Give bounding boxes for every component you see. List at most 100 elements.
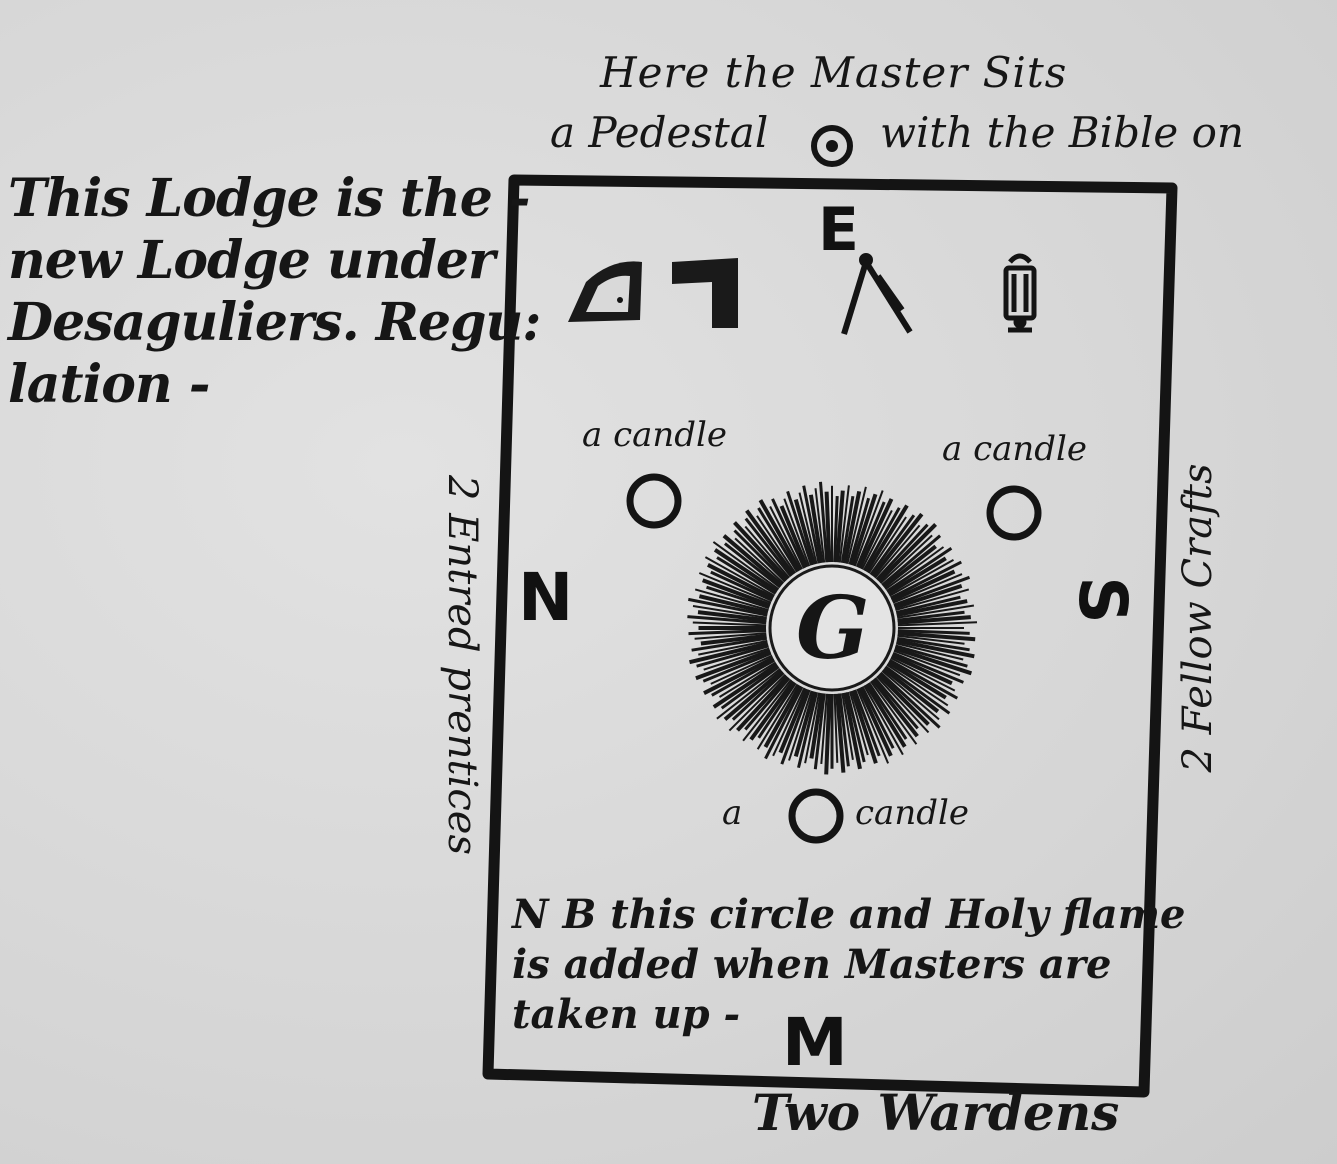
flame-ray bbox=[881, 534, 942, 587]
flame-ray bbox=[867, 682, 908, 740]
flame-ray bbox=[716, 556, 777, 595]
flame-ray bbox=[850, 690, 878, 764]
flame-ray bbox=[769, 506, 803, 570]
flame-ray bbox=[891, 653, 953, 686]
quadrant-icon bbox=[568, 261, 642, 322]
compasses-icon bbox=[841, 253, 913, 335]
two-wardens-label: Two Wardens bbox=[752, 1083, 1120, 1142]
flame-ray bbox=[771, 498, 806, 569]
flame-ray bbox=[710, 654, 773, 685]
flame-ray bbox=[860, 686, 895, 749]
flame-ray bbox=[894, 583, 963, 610]
flame-ray bbox=[896, 636, 970, 652]
flame-ray bbox=[897, 634, 965, 645]
flame-ray bbox=[884, 665, 951, 715]
flame-ray bbox=[798, 492, 818, 565]
flame-ray bbox=[887, 556, 947, 596]
flame-ray bbox=[842, 692, 862, 770]
flame-ray bbox=[894, 646, 973, 676]
flame-ray bbox=[889, 559, 954, 597]
flame-ray bbox=[884, 546, 945, 591]
bible-label: with the Bible on bbox=[880, 108, 1244, 157]
flame-ray bbox=[744, 517, 793, 578]
candle-label-bottom-prefix: a bbox=[722, 793, 743, 833]
flame-ray bbox=[698, 572, 772, 604]
flame-ray bbox=[757, 682, 797, 739]
flame-ray bbox=[873, 677, 919, 730]
flame-ray bbox=[757, 507, 799, 573]
flame-ray bbox=[687, 615, 767, 625]
flame-ray bbox=[793, 499, 817, 566]
flame-ray bbox=[758, 499, 802, 572]
flame-ray bbox=[763, 684, 802, 748]
flame-ray bbox=[853, 689, 881, 757]
flame-ray bbox=[710, 570, 773, 602]
flame-ray bbox=[756, 683, 799, 750]
center-disk bbox=[768, 564, 896, 692]
flame-ray bbox=[892, 651, 964, 684]
lantern-icon bbox=[1003, 253, 1037, 333]
flame-ray bbox=[876, 675, 930, 734]
flame-ray bbox=[712, 541, 780, 591]
flame-ray bbox=[877, 673, 930, 726]
flame-ray bbox=[783, 498, 811, 567]
flame-ray bbox=[840, 495, 855, 564]
flame-ray bbox=[706, 563, 775, 600]
flame-ray bbox=[694, 588, 769, 612]
flame-ray bbox=[833, 693, 839, 763]
flame-ray bbox=[850, 493, 878, 566]
flame-ray bbox=[874, 524, 921, 579]
flame-ray bbox=[896, 599, 968, 618]
flame-ray bbox=[887, 660, 947, 700]
flame-ray bbox=[896, 638, 975, 659]
candle-label-upper-right: a candle bbox=[942, 429, 1088, 469]
compass-west: M bbox=[782, 1004, 848, 1081]
flame-ray bbox=[778, 688, 809, 754]
flame-ray bbox=[864, 504, 909, 573]
flame-ray bbox=[892, 573, 963, 604]
flame-ray bbox=[749, 680, 795, 741]
flame-ray bbox=[824, 491, 832, 563]
flame-ray bbox=[824, 693, 832, 775]
flame-ray bbox=[838, 485, 850, 563]
flame-ray bbox=[863, 685, 904, 756]
flame-ray bbox=[808, 494, 824, 564]
flame-ray bbox=[848, 497, 871, 565]
flame-ray bbox=[890, 657, 956, 692]
flame-ray bbox=[886, 546, 953, 593]
nb-note-line-3: taken up - bbox=[512, 991, 741, 1038]
flame-ray bbox=[702, 578, 771, 608]
flame-ray bbox=[882, 667, 940, 714]
flame-ray bbox=[879, 534, 933, 584]
nb-note-line-1: N B this circle and Holy flame bbox=[512, 891, 1186, 938]
lodge-border bbox=[482, 174, 1178, 1098]
flame-ray bbox=[744, 677, 791, 731]
candle-circle-bottom bbox=[788, 788, 844, 844]
flame-ray bbox=[895, 642, 964, 661]
flame-ray bbox=[820, 693, 828, 764]
compass-south: S bbox=[1063, 576, 1141, 624]
flame-ray bbox=[697, 610, 767, 623]
flame-ray bbox=[819, 481, 829, 563]
flame-ray bbox=[700, 633, 767, 646]
flame-ray bbox=[862, 507, 901, 572]
flame-ray bbox=[723, 669, 784, 721]
flame-ray bbox=[897, 631, 976, 642]
compass-east: E bbox=[818, 195, 859, 265]
flame-ray bbox=[895, 595, 961, 615]
flame-ray bbox=[867, 516, 907, 574]
flame-ray bbox=[689, 641, 769, 665]
compass-north: N bbox=[518, 559, 574, 636]
flame-ray bbox=[897, 604, 975, 619]
flame-ray bbox=[694, 632, 767, 640]
flame-ray bbox=[718, 661, 777, 698]
flame-ray bbox=[711, 658, 776, 697]
flame-ray bbox=[720, 665, 780, 710]
flame-ray bbox=[855, 501, 886, 568]
flame-ray bbox=[698, 594, 769, 615]
flame-ray bbox=[736, 675, 789, 732]
fellow-crafts-label: 2 Fellow Crafts bbox=[1175, 463, 1221, 773]
flame-ray bbox=[835, 693, 846, 773]
pedestal-icon bbox=[811, 125, 853, 167]
